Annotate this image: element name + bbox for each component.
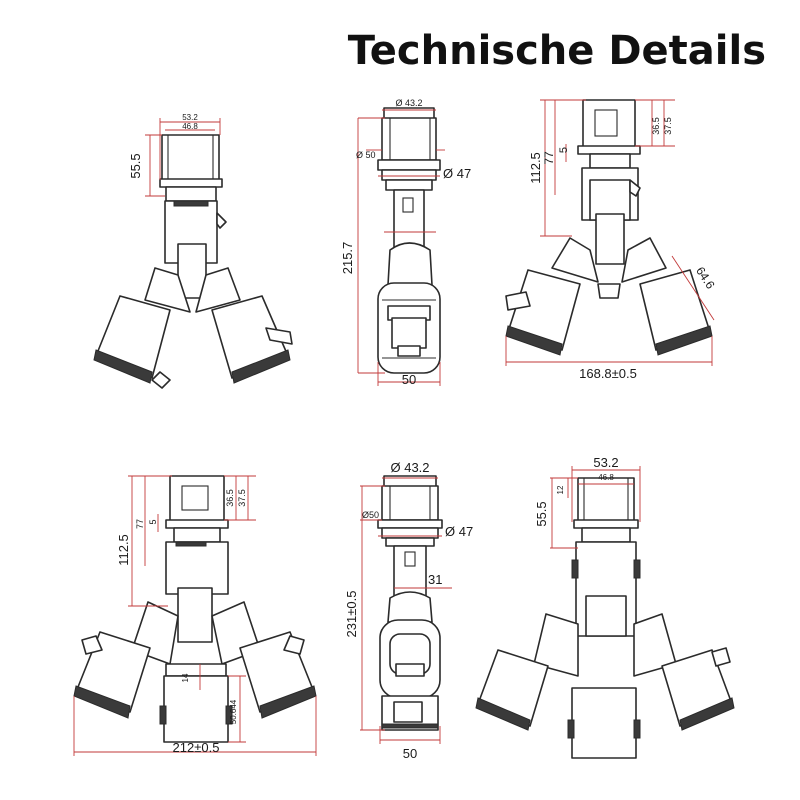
dim-head-height: 55.5: [128, 153, 143, 178]
dim-37-5: 37.5: [663, 117, 673, 135]
view-bottom-left: 112.5 77 5 36.5 37.5 14 50.644 212±0.5: [73, 475, 317, 756]
dim-collar-diameter: Ø50: [362, 510, 379, 520]
dim-span: 212±0.5: [173, 740, 220, 755]
page-title: Technische Details: [347, 28, 766, 74]
dim-77: 77: [542, 151, 556, 165]
dim-top-diameter: Ø 43.2: [395, 98, 422, 108]
dim-77: 77: [135, 519, 145, 529]
dim-14: 14: [181, 673, 190, 682]
dim-arm: 64.6: [693, 264, 718, 291]
view-top-middle: Ø 43.2 Ø 50 Ø 47 215.7 50: [340, 98, 471, 387]
view-bottom-middle: Ø 43.2 Ø50 Ø 47 31 231±0.5 50: [344, 460, 473, 761]
dim-37-5: 37.5: [237, 489, 247, 507]
dim-collar-diameter: Ø 50: [356, 150, 376, 160]
dim-width: 50: [403, 746, 417, 761]
dim-width-inner: 46.8: [182, 122, 198, 131]
dim-width-outer: 53.2: [593, 455, 618, 470]
dim-flange-diameter: Ø 47: [443, 166, 471, 181]
dim-36-5: 36.5: [651, 117, 661, 135]
dim-flange-diameter: Ø 47: [445, 524, 473, 539]
dim-top-diameter: Ø 43.2: [390, 460, 429, 475]
dim-head-height: 55.5: [534, 501, 549, 526]
dim-5: 5: [148, 519, 158, 524]
dim-neck: 31: [428, 572, 442, 587]
dim-5: 5: [558, 147, 570, 153]
dim-total-height: 112.5: [528, 152, 543, 184]
dim-50-644: 50.644: [229, 699, 238, 724]
view-bottom-right: 53.2 46.8 12 55.5: [475, 455, 735, 759]
dim-length: 231±0.5: [344, 591, 359, 638]
dim-total-height: 112.5: [116, 534, 131, 566]
dim-12: 12: [556, 485, 565, 494]
dim-span: 168.8±0.5: [579, 366, 637, 381]
view-top-left: 53.2 46.8 55.5: [93, 113, 293, 389]
dim-length: 215.7: [340, 242, 355, 275]
view-top-right: 112.5 77 5 36.5 37.5 64.6 168.8±0.5: [505, 99, 718, 381]
dim-width-outer: 53.2: [182, 113, 198, 122]
dim-width: 50: [402, 372, 416, 387]
dim-36-5: 36.5: [225, 489, 235, 507]
dim-width-inner: 46.8: [598, 473, 614, 482]
